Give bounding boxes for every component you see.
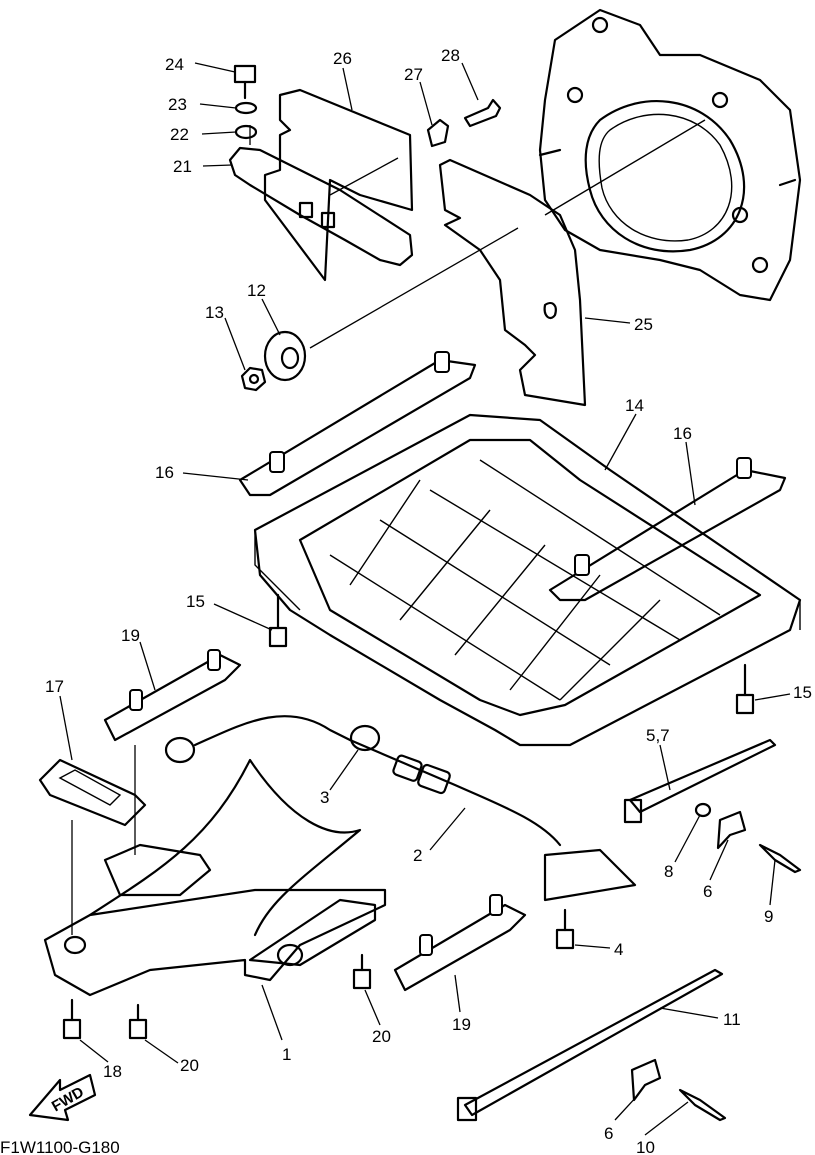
callout-15b: 15 xyxy=(793,683,812,702)
callout-1: 1 xyxy=(282,1045,291,1064)
engine-bracket-housing xyxy=(538,8,802,302)
clamp-6-upper xyxy=(716,810,747,850)
holder-9 xyxy=(758,843,802,874)
callout-6b: 6 xyxy=(604,1124,613,1143)
damper-12 xyxy=(263,330,307,382)
bolt-15-right xyxy=(735,663,755,715)
sensor-cable-2 xyxy=(164,715,637,902)
arm-21 xyxy=(228,125,414,267)
washer-22 xyxy=(234,124,258,140)
callout-8: 8 xyxy=(664,862,673,881)
callout-22: 22 xyxy=(170,125,189,144)
callout-24: 24 xyxy=(165,55,184,74)
callout-20b: 20 xyxy=(372,1027,391,1046)
bolt-20-right xyxy=(352,953,372,990)
callout-17: 17 xyxy=(45,677,64,696)
bolt-18 xyxy=(62,998,82,1040)
clamp-6-lower xyxy=(630,1058,662,1102)
callout-26: 26 xyxy=(333,49,352,68)
callout-11: 11 xyxy=(723,1010,741,1029)
drawing-code: F1W1100-G180 xyxy=(0,1138,120,1155)
callout-5-7: 5,7 xyxy=(646,726,670,745)
bolt-24 xyxy=(233,64,257,100)
callout-16a: 16 xyxy=(155,463,174,482)
callout-28: 28 xyxy=(441,46,460,65)
holder-10 xyxy=(678,1088,727,1122)
washer-23 xyxy=(234,101,258,115)
grommet-3 xyxy=(349,724,381,752)
callout-14: 14 xyxy=(625,396,644,415)
rail-16-left xyxy=(238,351,477,497)
callout-10: 10 xyxy=(636,1138,655,1155)
plate-26 xyxy=(263,88,414,282)
fwd-direction-arrow-icon: FWD xyxy=(28,1073,97,1122)
callout-9: 9 xyxy=(764,907,773,926)
callout-6a: 6 xyxy=(703,882,712,901)
rail-16-right xyxy=(548,457,787,602)
nut-13 xyxy=(240,366,267,392)
callout-12: 12 xyxy=(247,281,266,300)
callout-2: 2 xyxy=(413,846,422,865)
callout-20a: 20 xyxy=(180,1056,199,1075)
callout-3: 3 xyxy=(320,788,329,807)
callout-16b: 16 xyxy=(673,424,692,443)
engine-bed-frame-14 xyxy=(253,413,802,747)
slide-19-lower xyxy=(393,894,527,992)
slide-19-upper xyxy=(103,649,242,855)
callout-labels: 24 23 22 21 26 27 28 25 12 13 14 16 16 1… xyxy=(45,46,812,1155)
callout-15a: 15 xyxy=(186,592,205,611)
tie-11 xyxy=(456,968,724,1122)
callout-4: 4 xyxy=(614,940,623,959)
callout-23: 23 xyxy=(168,95,187,114)
mount-17 xyxy=(38,758,147,935)
bracket-plate-25 xyxy=(309,158,587,407)
leader-lines xyxy=(59,62,791,1136)
bolt-28 xyxy=(463,98,502,128)
callout-27: 27 xyxy=(404,65,423,84)
callout-13: 13 xyxy=(205,303,224,322)
callout-19b: 19 xyxy=(452,1015,471,1034)
callout-19a: 19 xyxy=(121,626,140,645)
bolt-4 xyxy=(555,908,575,950)
callout-18: 18 xyxy=(103,1062,122,1081)
callout-21: 21 xyxy=(173,157,192,176)
tie-5-7 xyxy=(623,738,777,824)
collar-27 xyxy=(426,118,450,148)
bolt-20-left xyxy=(128,1003,148,1040)
bolt-15-left xyxy=(268,593,288,648)
engine-base-1 xyxy=(43,758,387,997)
callout-25: 25 xyxy=(634,315,653,334)
fwd-label: FWD xyxy=(49,1084,87,1116)
washer-8 xyxy=(694,802,712,818)
